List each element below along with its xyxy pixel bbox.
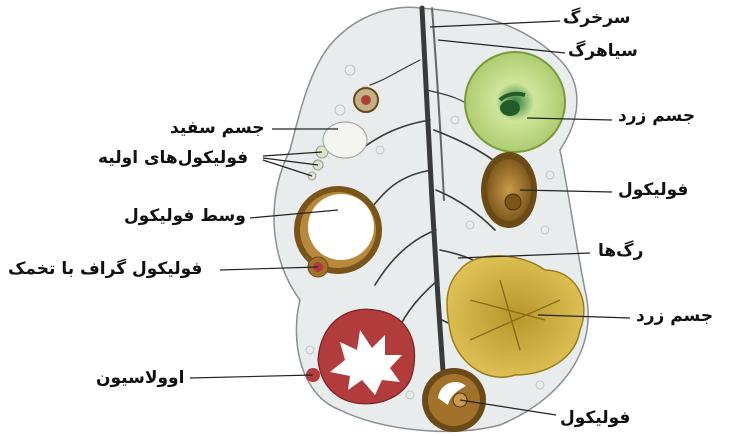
label-vein: سیاهرگ [568, 43, 638, 60]
label-corpus-luteum-top: جسم زرد [618, 108, 695, 125]
corpus-luteum-bottom [447, 256, 584, 377]
label-vessels: رگ‌ها [598, 243, 643, 260]
label-corpus-albicans: جسم سفید [170, 120, 265, 137]
label-ovulation: اوولاسیون [96, 370, 184, 387]
label-primary-follicles: فولیکول‌های اولیه [98, 150, 248, 167]
label-follicle-right: فولیکول [618, 182, 688, 199]
label-graafian-follicle: فولیکول گراف با تخمک [8, 261, 202, 278]
corpus-luteum-top [465, 52, 565, 152]
label-corpus-luteum-bottom: جسم زرد [636, 308, 713, 325]
label-follicle-bottom: فولیکول [560, 410, 630, 427]
label-follicle-center: وسط فولیکول [124, 208, 246, 225]
corpus-albicans [323, 122, 367, 158]
follicle-bottom [422, 368, 486, 432]
label-artery: سرخرگ [563, 10, 631, 27]
